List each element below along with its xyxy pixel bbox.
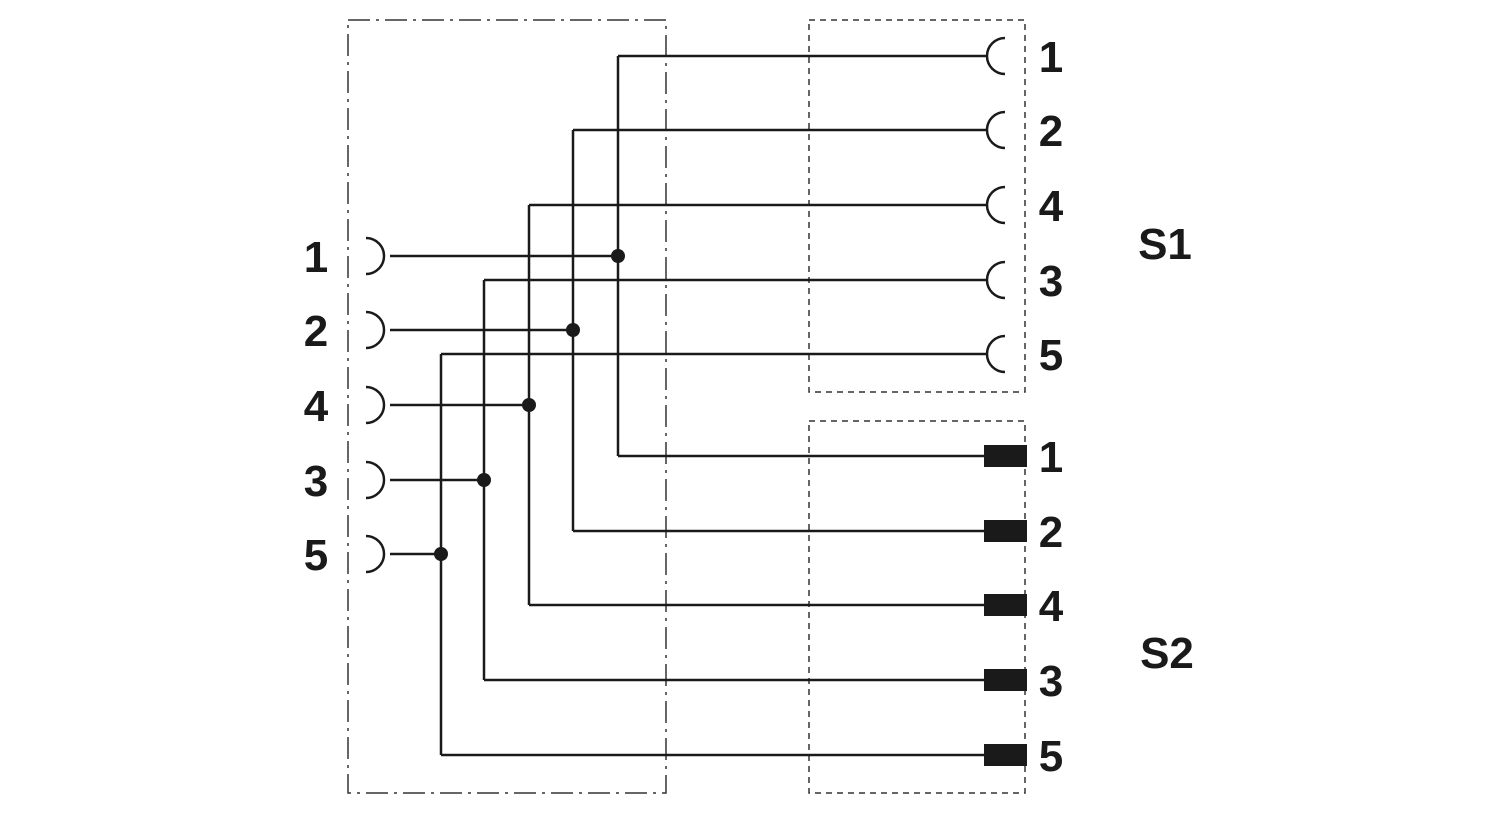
s2-plugs xyxy=(984,445,1027,766)
socket-icon xyxy=(365,236,386,276)
junction-dot xyxy=(566,323,580,337)
s2-label: S2 xyxy=(1140,629,1194,678)
s1-pin-label: 2 xyxy=(1039,107,1063,156)
wire-pin-5 xyxy=(390,352,987,757)
input-pin-label: 2 xyxy=(304,307,328,356)
input-sockets xyxy=(365,236,386,574)
socket-icon xyxy=(985,36,1006,76)
s2-pin-label: 1 xyxy=(1039,433,1063,482)
junction-dot xyxy=(477,473,491,487)
plug-pin-icon xyxy=(984,669,1027,691)
junction-dot xyxy=(611,249,625,263)
junction-dot xyxy=(434,547,448,561)
s2-pin-label: 5 xyxy=(1039,732,1063,781)
wire-pin-4 xyxy=(390,203,987,607)
plug-pin-icon xyxy=(984,520,1027,542)
socket-icon xyxy=(985,110,1006,150)
socket-icon xyxy=(985,185,1006,225)
socket-icon xyxy=(985,334,1006,374)
s1-pin-label: 1 xyxy=(1039,33,1063,82)
plug-pin-icon xyxy=(984,744,1027,766)
plug-pin-icon xyxy=(984,445,1027,467)
wire-pin-2 xyxy=(390,128,987,533)
input-pin-labels: 1 2 4 3 5 xyxy=(304,233,329,580)
socket-icon xyxy=(365,534,386,574)
s1-pin-label: 4 xyxy=(1039,182,1064,231)
s2-pin-label: 3 xyxy=(1039,657,1063,706)
socket-icon xyxy=(985,260,1006,300)
s1-pin-label: 5 xyxy=(1039,331,1063,380)
socket-icon xyxy=(365,385,386,425)
s1-pin-labels: 1 2 4 3 5 xyxy=(1039,33,1064,380)
junction-dot xyxy=(522,398,536,412)
s2-pin-label: 2 xyxy=(1039,508,1063,557)
plug-pin-icon xyxy=(984,594,1027,616)
s2-pin-label: 4 xyxy=(1039,582,1064,631)
s1-sockets xyxy=(985,36,1006,374)
s1-label: S1 xyxy=(1138,220,1192,269)
wires xyxy=(390,54,987,757)
input-connector-housing xyxy=(347,19,667,794)
input-pin-label: 3 xyxy=(304,457,328,506)
socket-icon xyxy=(365,310,386,350)
input-pin-label: 1 xyxy=(304,233,328,282)
s1-pin-label: 3 xyxy=(1039,257,1063,306)
s2-pin-labels: 1 2 4 3 5 xyxy=(1039,433,1064,781)
junctions xyxy=(434,249,625,561)
wire-pin-1 xyxy=(390,54,987,458)
input-pin-label: 4 xyxy=(304,382,329,431)
socket-icon xyxy=(365,460,386,500)
input-pin-label: 5 xyxy=(304,531,328,580)
